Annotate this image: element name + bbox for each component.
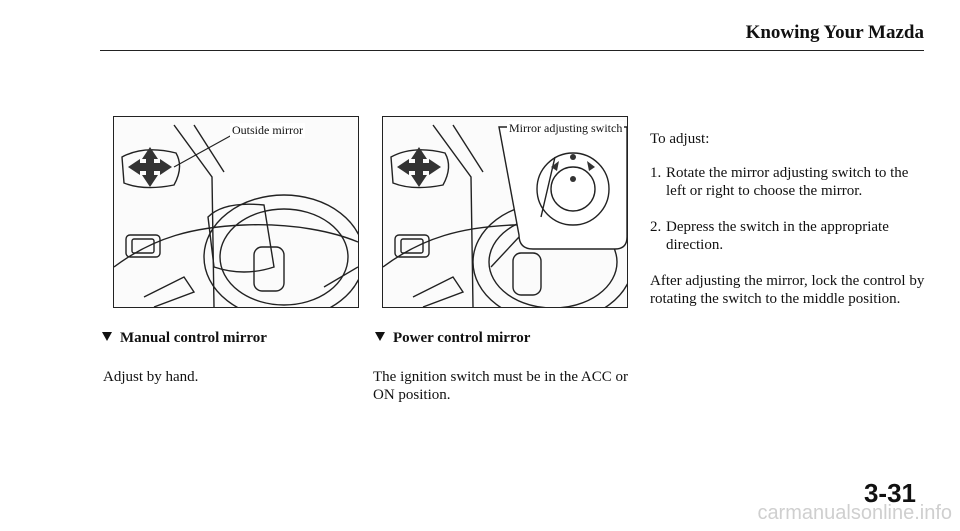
- page-header-title: Knowing Your Mazda: [745, 22, 924, 43]
- caption-text: Manual control mirror: [120, 330, 267, 346]
- power-mirror-illustration: Mirror adjusting switch: [382, 116, 628, 308]
- adjust-steps-list: 1. Rotate the mirror adjusting switch to…: [650, 164, 940, 254]
- caption-text: Power control mirror: [393, 330, 531, 346]
- power-mirror-text: The ignition switch must be in the ACC o…: [373, 369, 628, 403]
- watermark-logo: carmanualsonline.info: [757, 502, 952, 524]
- manual-control-mirror-caption: Manual control mirror: [102, 330, 267, 347]
- triangle-bullet-icon: [102, 332, 112, 341]
- manual-mirror-text: Adjust by hand.: [103, 369, 199, 385]
- manual-mirror-drawing: [114, 124, 358, 307]
- adjust-instructions: To adjust: 1. Rotate the mirror adjustin…: [650, 130, 940, 324]
- step-text: Rotate the mirror adjusting switch to th…: [666, 165, 909, 199]
- triangle-bullet-icon: [375, 332, 385, 341]
- header-rule: [100, 50, 924, 51]
- outside-mirror-callout: Outside mirror: [230, 123, 305, 138]
- list-item: 1. Rotate the mirror adjusting switch to…: [650, 164, 940, 200]
- step-text: Depress the switch in the appropriate di…: [666, 219, 889, 253]
- mirror-adjusting-switch-callout: Mirror adjusting switch: [507, 121, 625, 136]
- step-number: 1.: [650, 165, 662, 181]
- power-mirror-drawing: [383, 124, 627, 307]
- manual-mirror-illustration: Outside mirror: [113, 116, 359, 308]
- power-control-mirror-caption: Power control mirror: [375, 330, 530, 347]
- after-adjust-text: After adjusting the mirror, lock the con…: [650, 273, 925, 307]
- adjust-intro: To adjust:: [650, 131, 710, 147]
- page-number: 3-31: [863, 478, 916, 508]
- list-item: 2. Depress the switch in the appropriate…: [650, 218, 940, 254]
- step-number: 2.: [650, 219, 662, 235]
